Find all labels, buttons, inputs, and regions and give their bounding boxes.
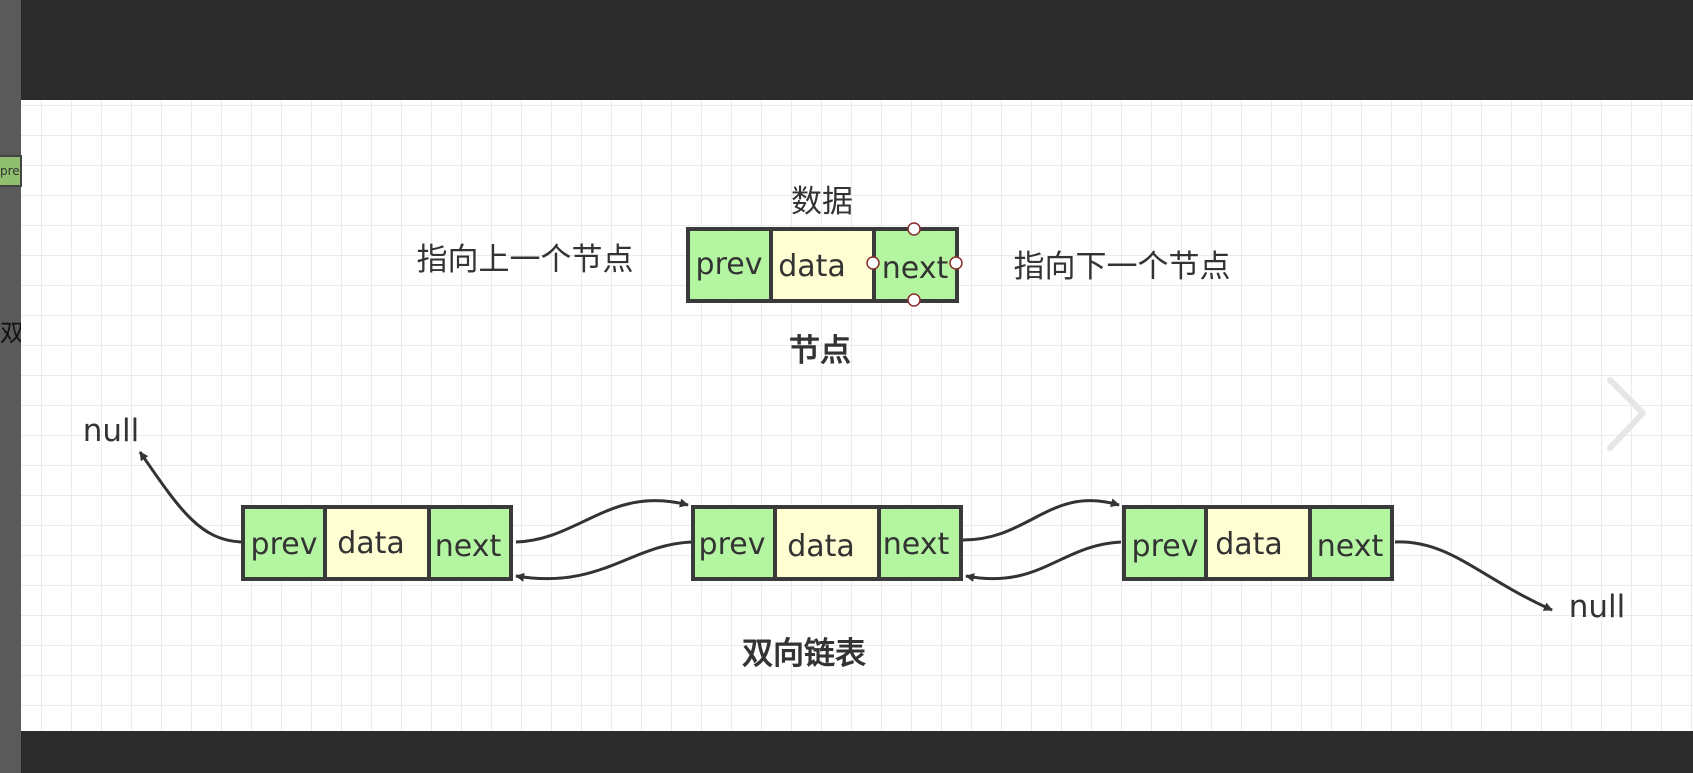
data-cell: [323, 505, 431, 581]
resize-handle-right[interactable]: [949, 256, 963, 270]
null-right-label: null: [1569, 589, 1626, 625]
arrow-node1-next: [515, 498, 689, 544]
chevron-right-icon[interactable]: [1607, 377, 1646, 451]
arrow-node2-prev: [515, 540, 692, 582]
data-label: 数据: [791, 184, 853, 220]
prev-cell-label: prev: [699, 527, 766, 562]
prev-cell: [1122, 505, 1208, 581]
data-cell: [1204, 505, 1312, 581]
node-diagram: 数据 指向上一个节点 指向下一个节点 prev data next 节点: [417, 184, 1231, 369]
partial-node-box: prev: [0, 155, 22, 187]
data-cell-label: data: [778, 249, 846, 284]
top-bar: [21, 0, 1693, 100]
next-cell-label: next: [1317, 529, 1384, 564]
list-node-3[interactable]: prev data next: [1122, 505, 1394, 581]
data-cell-label: data: [787, 529, 855, 564]
selection-handles[interactable]: [866, 222, 963, 307]
next-cell: [877, 505, 963, 581]
prev-cell: [241, 505, 327, 581]
node[interactable]: prev data next: [686, 227, 959, 303]
arrow-next-to-null: [1394, 540, 1553, 612]
next-cell: [427, 505, 513, 581]
prev-cell-label: prev: [251, 527, 318, 562]
arrow-node3-prev: [965, 540, 1122, 582]
list-caption: 双向链表: [742, 636, 866, 672]
data-cell-label: data: [1215, 527, 1283, 562]
list-node-2[interactable]: prev data next: [691, 505, 963, 581]
node-caption: 节点: [789, 333, 851, 369]
data-cell-label: data: [337, 526, 405, 561]
arrow-node2-next: [962, 498, 1120, 542]
partial-label: 双: [0, 319, 21, 347]
list-node-1[interactable]: prev data next: [241, 505, 513, 581]
resize-handle-top[interactable]: [907, 222, 921, 236]
prev-cell-label: prev: [1132, 529, 1199, 564]
next-cell: [1308, 505, 1394, 581]
prev-pointer-label: 指向上一个节点: [417, 242, 634, 278]
bottom-bar: [21, 731, 1693, 773]
diagram-canvas: [21, 100, 1693, 731]
next-cell-label: next: [435, 529, 502, 564]
prev-cell-label: prev: [696, 247, 763, 282]
next-cell-label: next: [882, 251, 949, 286]
resize-handle-bottom[interactable]: [907, 293, 921, 307]
arrow-prev-to-null: [138, 451, 242, 544]
resize-handle-left[interactable]: [866, 256, 880, 270]
data-cell: [769, 227, 876, 303]
null-left-label: null: [83, 413, 140, 449]
left-panel-edge: [0, 0, 21, 773]
next-pointer-label: 指向下一个节点: [1014, 249, 1231, 285]
linked-list-diagram: null null prev data next prev data next …: [83, 413, 1626, 672]
next-cell-label: next: [883, 527, 950, 562]
